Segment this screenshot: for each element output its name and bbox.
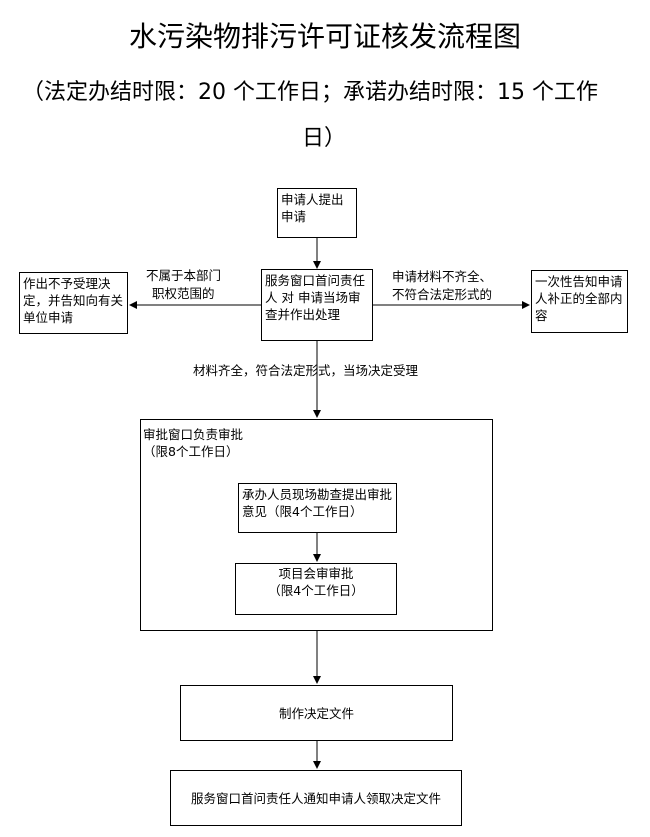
- node-reject: 作出不予受理决定，并告知向有关单位申请: [19, 272, 128, 334]
- node-project-review: 项目会审审批 （限4个工作日）: [235, 563, 397, 615]
- node-project-review-line1: 项目会审审批: [278, 566, 354, 581]
- edge-label-complete: 材料齐全，符合法定形式，当场决定受理: [193, 363, 419, 378]
- node-site-inspection: 承办人员现场勘查提出审批意见（限4个工作日）: [238, 483, 397, 533]
- node-supplement-text: 一次性告知申请人补正的全部内容: [535, 274, 623, 323]
- node-notify: 服务窗口首问责任人通知申请人领取决定文件: [170, 770, 462, 826]
- edge-label-not-in-scope-1: 不属于本部门: [146, 268, 222, 283]
- subtitle-line-2: 日）: [302, 126, 347, 151]
- approval-group-limit: （限8个工作日）: [143, 444, 239, 459]
- node-reject-text: 作出不予受理决定，并告知向有关单位申请: [23, 276, 124, 325]
- subtitle-line-1: （法定办结时限：20 个工作日；承诺办结时限：15 个工作: [22, 80, 598, 105]
- node-apply: 申请人提出申请: [277, 188, 357, 238]
- node-window-review-text: 服务窗口首问责任人 对 申请当场审查并作出处理: [265, 273, 366, 322]
- edge-label-not-in-scope-2: 职权范围的: [152, 286, 215, 301]
- node-window-review: 服务窗口首问责任人 对 申请当场审查并作出处理: [261, 269, 373, 341]
- page-title: 水污染物排污许可证核发流程图: [128, 20, 521, 53]
- node-make-decision-text: 制作决定文件: [278, 705, 354, 721]
- approval-group: 审批窗口负责审批 （限8个工作日）: [140, 419, 493, 631]
- node-notify-text: 服务窗口首问责任人通知申请人领取决定文件: [190, 790, 441, 806]
- approval-group-title: 审批窗口负责审批: [143, 427, 244, 442]
- node-project-review-line2: （限4个工作日）: [268, 583, 364, 598]
- node-supplement: 一次性告知申请人补正的全部内容: [531, 270, 628, 333]
- node-site-inspection-text: 承办人员现场勘查提出审批意见（限4个工作日）: [242, 487, 393, 519]
- edge-label-incomplete-1: 申请材料不齐全、: [392, 269, 493, 284]
- node-apply-text: 申请人提出申请: [281, 192, 344, 224]
- edge-label-incomplete-2: 不符合法定形式的: [392, 287, 493, 302]
- node-make-decision: 制作决定文件: [180, 685, 453, 741]
